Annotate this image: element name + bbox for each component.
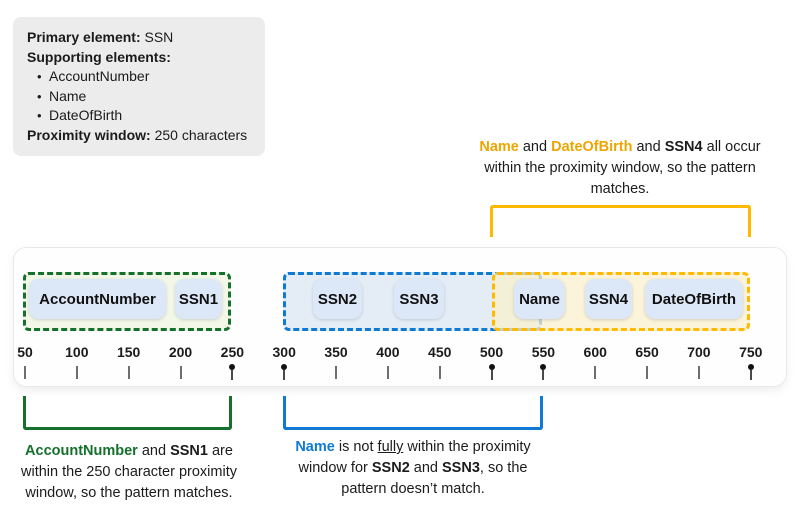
ruler-tick-500: 500 xyxy=(472,344,512,380)
ruler-tick-mark xyxy=(646,366,649,379)
ruler-tick-label: 50 xyxy=(17,344,33,360)
primary-element-value: SSN xyxy=(140,29,174,45)
element-box-accountnumber: AccountNumber xyxy=(29,279,166,319)
ruler-tick-mark xyxy=(438,366,441,379)
proximity-window-row: Proximity window: 250 characters xyxy=(27,126,251,146)
ruler-pin-marker xyxy=(540,364,547,380)
ruler-tick-350: 350 xyxy=(316,344,356,379)
element-box-ssn3: SSN3 xyxy=(394,279,444,319)
ruler-pin-marker xyxy=(747,364,754,380)
element-box-ssn1: SSN1 xyxy=(175,279,222,319)
element-box-dateofbirth: DateOfBirth xyxy=(645,279,743,319)
ruler-tick-mark xyxy=(594,366,597,379)
ruler-tick-mark xyxy=(127,366,130,379)
ruler-tick-label: 650 xyxy=(635,344,659,360)
supporting-elements-label: Supporting elements: xyxy=(27,48,171,65)
list-item: AccountNumber xyxy=(27,67,251,87)
timeline-band: AccountNumber SSN1 SSN2 SSN3 Name SSN4 D… xyxy=(14,248,786,386)
ruler-tick-600: 600 xyxy=(575,344,615,379)
pin-dot xyxy=(747,364,754,370)
ruler-tick-label: 500 xyxy=(479,344,504,360)
annotation-pattern-matches-green: AccountNumber and SSN1 are within the 25… xyxy=(21,443,237,501)
ruler-tick-mark xyxy=(24,366,26,379)
annotation-pattern-no-match-blue: Name is not fully within the proximity w… xyxy=(295,439,531,497)
ruler-tick-label: 400 xyxy=(376,344,400,360)
list-item: DateOfBirth xyxy=(27,106,251,126)
ruler-tick-label: 750 xyxy=(739,344,763,360)
ruler-pin-marker xyxy=(488,364,495,380)
pin-dot xyxy=(281,364,288,370)
ruler-tick-750: 750 xyxy=(731,344,771,380)
ruler-tick-mark xyxy=(335,366,338,379)
ruler-tick-label: 700 xyxy=(687,344,711,360)
ruler-tick-250: 250 xyxy=(212,344,252,380)
ruler-tick-mark xyxy=(697,366,700,379)
ruler-tick-label: 150 xyxy=(116,344,141,360)
ruler-pin-marker xyxy=(229,364,236,380)
pin-dot xyxy=(229,364,236,370)
annotation-pattern-matches-amber: Name and DateOfBirth and SSN4 all occur … xyxy=(479,139,761,197)
primary-element-row: Primary element: SSN xyxy=(27,28,251,48)
pin-stem xyxy=(283,370,286,380)
pin-stem xyxy=(542,370,545,380)
blue-bracket xyxy=(283,396,543,430)
character-ruler: 50 100 150 200 250 300 350 400 450 500 550 600 650 70… xyxy=(14,344,786,384)
element-box-name: Name xyxy=(514,279,565,319)
ruler-tick-mark xyxy=(75,366,78,379)
ruler-tick-300: 300 xyxy=(264,344,304,380)
pin-stem xyxy=(490,370,493,380)
ruler-tick-label: 350 xyxy=(324,344,348,360)
ruler-tick-550: 550 xyxy=(523,344,563,380)
ruler-tick-50: 50 xyxy=(5,344,45,379)
list-item: Name xyxy=(27,87,251,107)
green-bracket xyxy=(23,396,232,430)
element-box-ssn2: SSN2 xyxy=(313,279,362,319)
pin-stem xyxy=(749,370,752,380)
pin-dot xyxy=(540,364,547,370)
ruler-tick-label: 250 xyxy=(220,344,245,360)
ruler-tick-label: 550 xyxy=(531,344,556,360)
ruler-tick-label: 100 xyxy=(65,344,89,360)
ruler-tick-150: 150 xyxy=(109,344,149,379)
ruler-pin-marker xyxy=(281,364,288,380)
ruler-tick-label: 450 xyxy=(428,344,452,360)
supporting-elements-row: Supporting elements: xyxy=(27,48,251,68)
ruler-tick-200: 200 xyxy=(161,344,201,379)
pin-dot xyxy=(488,364,495,370)
ruler-tick-label: 200 xyxy=(168,344,193,360)
ruler-tick-400: 400 xyxy=(368,344,408,379)
ruler-tick-100: 100 xyxy=(57,344,97,379)
ruler-tick-650: 650 xyxy=(627,344,667,379)
amber-bracket xyxy=(490,205,751,237)
ruler-tick-450: 450 xyxy=(420,344,460,379)
pattern-definition-box: Primary element: SSN Supporting elements… xyxy=(13,17,265,156)
proximity-window-value: 250 characters xyxy=(150,126,248,143)
ruler-tick-label: 300 xyxy=(272,344,296,360)
ruler-tick-700: 700 xyxy=(679,344,719,379)
supporting-elements-list: AccountNumber Name DateOfBirth xyxy=(27,67,251,126)
element-box-ssn4: SSN4 xyxy=(585,279,632,319)
primary-element-label: Primary element: xyxy=(27,29,141,45)
ruler-tick-mark xyxy=(386,366,389,379)
pin-stem xyxy=(231,370,234,380)
proximity-window-label: Proximity window: xyxy=(27,126,151,143)
ruler-tick-mark xyxy=(179,366,182,379)
ruler-tick-label: 600 xyxy=(583,344,607,360)
